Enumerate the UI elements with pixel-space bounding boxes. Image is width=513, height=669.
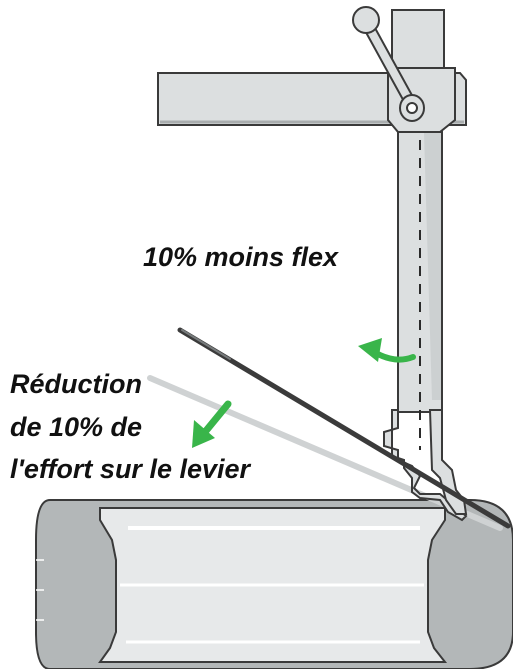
handle-knob bbox=[352, 6, 380, 34]
green-arrow-shaft bbox=[358, 338, 416, 363]
locking-handle bbox=[352, 6, 425, 122]
shaft-flex-shade bbox=[424, 133, 441, 400]
shaft-lower bbox=[428, 409, 468, 515]
green-arrow-lever bbox=[192, 400, 232, 448]
effort-label-line-3: l'effort sur le levier bbox=[10, 454, 252, 484]
arrow-head-icon bbox=[192, 420, 215, 448]
handle-pivot-hole bbox=[406, 102, 418, 114]
handle-rod-inner bbox=[362, 18, 414, 106]
arrow-head-icon bbox=[358, 338, 382, 362]
lever-active-highlight bbox=[181, 329, 231, 360]
flex-reduction-label: 10% moins flex bbox=[143, 242, 339, 272]
wheel bbox=[35, 499, 513, 669]
lever-active bbox=[177, 327, 511, 529]
down-arrow-icon bbox=[201, 400, 232, 436]
vertical-shaft bbox=[383, 131, 468, 522]
effort-label-line-2: de 10% de bbox=[10, 412, 142, 442]
effort-label-line-1: Réduction bbox=[10, 369, 142, 399]
column-top bbox=[391, 9, 445, 75]
